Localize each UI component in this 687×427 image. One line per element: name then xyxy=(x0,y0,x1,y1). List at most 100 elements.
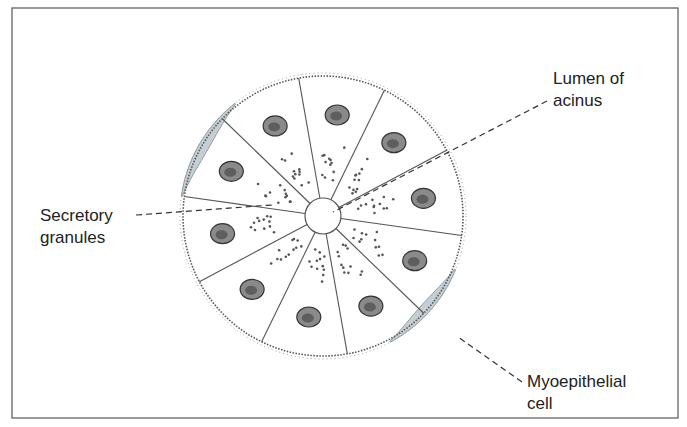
nucleus-outline xyxy=(403,251,427,271)
leader-line xyxy=(136,205,272,215)
secretory-granule xyxy=(365,203,368,206)
secretory-granule xyxy=(377,254,380,257)
secretory-granule xyxy=(356,188,359,191)
secretory-granule xyxy=(284,159,287,162)
secretory-granule xyxy=(253,221,256,224)
secretory-granule xyxy=(344,244,347,247)
leader-line xyxy=(333,101,547,212)
nucleus xyxy=(219,161,243,181)
secretory-granule xyxy=(383,196,386,199)
secretory-granule xyxy=(392,198,395,201)
part-label: Secretory granules xyxy=(40,205,140,249)
cell-border xyxy=(339,150,447,207)
secretory-granule xyxy=(376,231,379,234)
nucleus-outline xyxy=(219,161,243,181)
secretory-granule xyxy=(358,240,361,243)
secretory-granule xyxy=(265,195,268,198)
secretory-granule xyxy=(366,158,369,161)
secretory-granule xyxy=(278,249,281,252)
secretory-granule xyxy=(357,207,360,210)
secretory-granule xyxy=(295,246,298,249)
cell-border xyxy=(299,78,320,198)
secretory-granule xyxy=(323,154,326,157)
secretory-granule xyxy=(348,186,351,189)
nucleus xyxy=(240,279,264,299)
nucleolus xyxy=(364,303,376,312)
secretory-granule xyxy=(300,245,303,248)
secretory-granule xyxy=(329,159,332,162)
part-label: Lumen of acinus xyxy=(553,68,637,112)
secretory-granule xyxy=(360,238,363,241)
nucleolus xyxy=(387,139,399,148)
secretory-granule xyxy=(386,207,389,210)
cell-border xyxy=(199,224,307,281)
secretory-granule xyxy=(352,237,355,240)
secretory-granule xyxy=(296,239,299,242)
secretory-granule xyxy=(308,260,311,263)
secretory-granule xyxy=(269,215,272,218)
secretory-granule xyxy=(284,255,287,258)
nucleus-outline xyxy=(297,307,321,327)
secretory-granule xyxy=(254,229,257,232)
secretory-granule xyxy=(322,274,325,277)
secretory-granule xyxy=(355,174,358,177)
secretory-granule xyxy=(270,262,273,265)
secretory-granule xyxy=(374,239,377,242)
basement-membrane xyxy=(183,76,463,356)
secretory-granule xyxy=(314,248,317,251)
secretory-granule xyxy=(360,204,363,207)
secretory-granule xyxy=(342,243,345,246)
secretory-granule xyxy=(290,152,293,155)
nucleus xyxy=(403,251,427,271)
secretory-granule xyxy=(336,251,339,254)
secretory-granule xyxy=(289,200,292,203)
secretory-granule xyxy=(256,217,259,220)
secretory-granule xyxy=(379,203,382,206)
secretory-granule xyxy=(361,168,364,171)
secretory-granule xyxy=(361,232,364,235)
secretory-granule xyxy=(358,172,361,175)
secretory-granule xyxy=(352,189,355,192)
secretory-granule xyxy=(353,228,356,231)
secretory-granule xyxy=(343,146,346,149)
nucleus-outline xyxy=(411,188,435,208)
secretory-granule xyxy=(355,190,358,193)
secretory-granule xyxy=(321,280,324,283)
secretory-granule xyxy=(298,170,301,173)
secretory-granule xyxy=(373,205,376,208)
nucleus xyxy=(211,224,235,244)
secretory-granule xyxy=(300,184,303,187)
nucleus-outline xyxy=(382,133,406,153)
secretory-granule xyxy=(359,274,362,277)
nucleolus xyxy=(224,168,236,177)
myoepithelial-cell xyxy=(390,269,456,342)
nucleus xyxy=(382,133,406,153)
secretory-granule xyxy=(371,199,374,202)
secretory-granule xyxy=(381,254,384,257)
part-label: Myoepithelial cell xyxy=(527,371,652,415)
secretory-granule xyxy=(269,191,272,194)
nucleus xyxy=(263,116,287,136)
secretory-granule xyxy=(291,239,294,242)
cell-border xyxy=(341,219,462,236)
secretory-granule xyxy=(329,163,332,166)
secretory-granule xyxy=(281,158,284,161)
lumen xyxy=(305,198,341,234)
secretory-granule xyxy=(340,264,343,267)
secretory-granule xyxy=(292,248,295,251)
nucleolus xyxy=(408,257,420,266)
secretory-granule xyxy=(382,207,385,210)
secretory-granule xyxy=(332,179,335,182)
secretory-granule xyxy=(298,168,301,171)
secretory-granule xyxy=(287,253,290,256)
nucleus-outline xyxy=(240,279,264,299)
secretory-granule xyxy=(332,171,335,174)
nucleus xyxy=(359,296,383,316)
secretory-granule xyxy=(343,271,346,274)
secretory-granule xyxy=(346,247,349,250)
secretory-granule xyxy=(250,226,253,229)
nucleolus xyxy=(245,286,257,295)
basement-stipple xyxy=(180,73,466,359)
secretory-granule xyxy=(319,258,322,261)
secretory-granule xyxy=(365,233,368,236)
